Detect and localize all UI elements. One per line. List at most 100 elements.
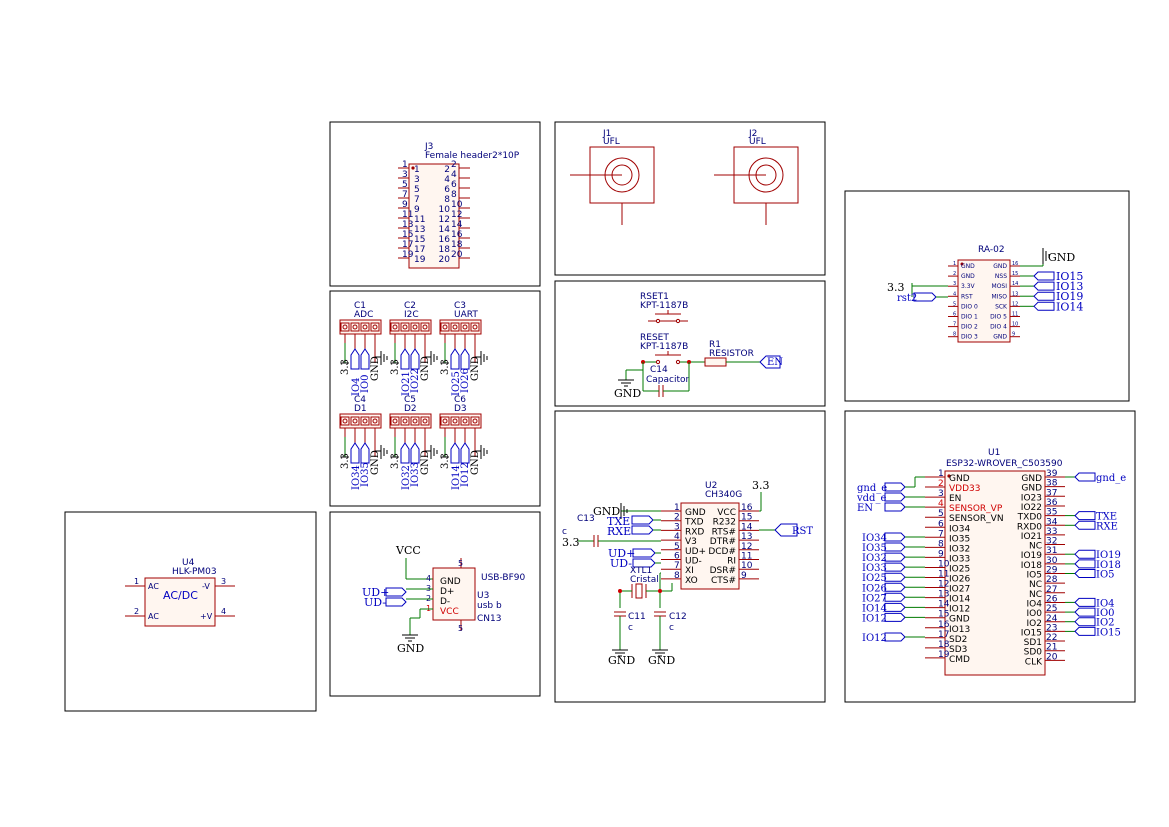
u4-power-module[interactable]: U4 HLK-PM03 1 2 3 4 AC AC -V +V AC/DC (125, 558, 235, 627)
esp-pin-label: SENSOR_VN (949, 514, 1004, 524)
esp-pin-label: IO33 (949, 554, 970, 564)
svg-text:GND: GND (440, 577, 461, 587)
ra02-pin-num: 16 (1012, 261, 1018, 267)
esp-pin-num: 13 (938, 590, 949, 600)
ra02-pin-label: MISO (992, 293, 1008, 300)
ra02-pin-num: 9 (1012, 332, 1015, 338)
j2-ufl-antenna[interactable]: J2 UFL (714, 129, 799, 225)
esp-net-label: IO5 (1096, 570, 1115, 581)
esp-pin-num: 14 (938, 600, 950, 610)
ra02-pin-num: 13 (1012, 291, 1018, 297)
ch340-pin-num: 9 (741, 571, 747, 581)
j3-pin-num: 13 (402, 220, 413, 230)
esp-pin-label: GND (1021, 474, 1042, 484)
ch340-txe-label: TXE (607, 515, 630, 528)
esp-pin-label: RXD0 (1017, 522, 1042, 532)
svg-text:3.3: 3.3 (752, 479, 770, 492)
j3-pin-num: 7 (402, 190, 408, 200)
esp-pin-num: 10 (938, 559, 950, 569)
esp-value: ESP32-WROVER_C503590 (946, 459, 1063, 469)
esp-pin-num: 5 (938, 509, 944, 519)
svg-text:5: 5 (458, 559, 463, 568)
esp-pin-num: 35 (1046, 508, 1057, 518)
esp-pin-num: 19 (938, 650, 950, 660)
esp-pin-num: 24 (1046, 614, 1058, 624)
frame-usb (329, 511, 541, 697)
connector-net-label: IO21 (401, 371, 412, 396)
esp-net-label: IO27 (862, 593, 887, 604)
esp-pin-num: 36 (1046, 498, 1058, 508)
svg-text:D+: D+ (440, 587, 454, 597)
j3-pin-label: 15 (414, 235, 425, 245)
svg-text:RA-02: RA-02 (978, 245, 1005, 255)
connector-ref: C3 (454, 301, 466, 311)
esp-pin-label: GND (1021, 484, 1042, 494)
u4-body (144, 577, 216, 627)
esp-pin-label: IO14 (949, 595, 970, 605)
esp-pin-label: SENSOR_VP (949, 504, 1003, 514)
svg-text:Cristal: Cristal (630, 575, 659, 585)
u4-ref: U4 (182, 558, 195, 568)
svg-text:+V: +V (200, 612, 213, 621)
ra02-pin-label: RST (961, 293, 973, 300)
esp-pin-num: 18 (938, 640, 950, 650)
esp-pin-num: 30 (1046, 556, 1058, 566)
ch340-pin-num: 15 (741, 513, 752, 523)
svg-text:C13: C13 (577, 514, 595, 524)
ra02-pin-label: GND (961, 263, 975, 270)
ra02-pin-num: 6 (953, 312, 956, 318)
frame-connectors (329, 290, 541, 507)
connector-net-label: IO25 (451, 371, 462, 396)
j3-pin-label: 18 (439, 245, 451, 255)
u3-usb-connector[interactable]: VCC 5 5 USB-BF90 U3 usb b CN13 GND D+ D-… (362, 544, 525, 655)
svg-text:D-: D- (440, 597, 450, 607)
svg-text:AC: AC (148, 582, 159, 591)
esp-pin-label: TXD0 (1017, 513, 1043, 523)
svg-text:U1: U1 (988, 448, 1000, 458)
esp-pin-num: 28 (1046, 575, 1058, 585)
esp-pin-num: 8 (938, 539, 944, 549)
esp-net-label: IO4 (1096, 598, 1115, 609)
esp-pin-label: IO2 (1027, 619, 1042, 629)
esp-pin-label: NC (1029, 590, 1042, 600)
connector-ref: C5 (404, 395, 416, 405)
svg-text:XTL1: XTL1 (630, 566, 652, 576)
esp-net-label: RXE (1096, 521, 1118, 532)
frame-ch340 (554, 410, 826, 703)
j3-pin-num: 4 (451, 170, 457, 180)
esp-pin-label: NC (1029, 580, 1042, 590)
svg-text:R1: R1 (709, 340, 721, 350)
connector-power-label: 3.3 (390, 359, 401, 375)
j3-pin-label: 10 (439, 205, 451, 215)
esp-net-label: IO12 (862, 633, 887, 644)
reset-circuit[interactable]: RSET1 KPT-1187B RESET KPT-1187B R1 RESIS… (614, 292, 783, 400)
svg-text:USB-BF90: USB-BF90 (481, 573, 525, 583)
j3-pin-num: 20 (451, 250, 463, 260)
frame-power (64, 511, 317, 712)
j3-pin-num: 10 (451, 200, 463, 210)
j3-pin-num: 3 (402, 170, 408, 180)
connector-value: UART (454, 310, 478, 320)
ra02-pin-num: 11 (1012, 312, 1018, 318)
ra02-pin-label: DIO 5 (990, 314, 1007, 321)
esp-net-label: gnd_e (1096, 473, 1126, 484)
esp-pin-label: IO12 (949, 605, 970, 615)
j3-pin-num: 1 (402, 160, 408, 170)
ch340-pin-num: 12 (741, 542, 752, 552)
j1-ufl-antenna[interactable]: J1 UFL (570, 129, 655, 225)
j3-pin-num: 11 (402, 210, 413, 220)
ch340-udp-label: UD+ (608, 547, 635, 560)
esp-pin-num: 34 (1046, 517, 1058, 527)
svg-text:UFL: UFL (749, 137, 766, 147)
